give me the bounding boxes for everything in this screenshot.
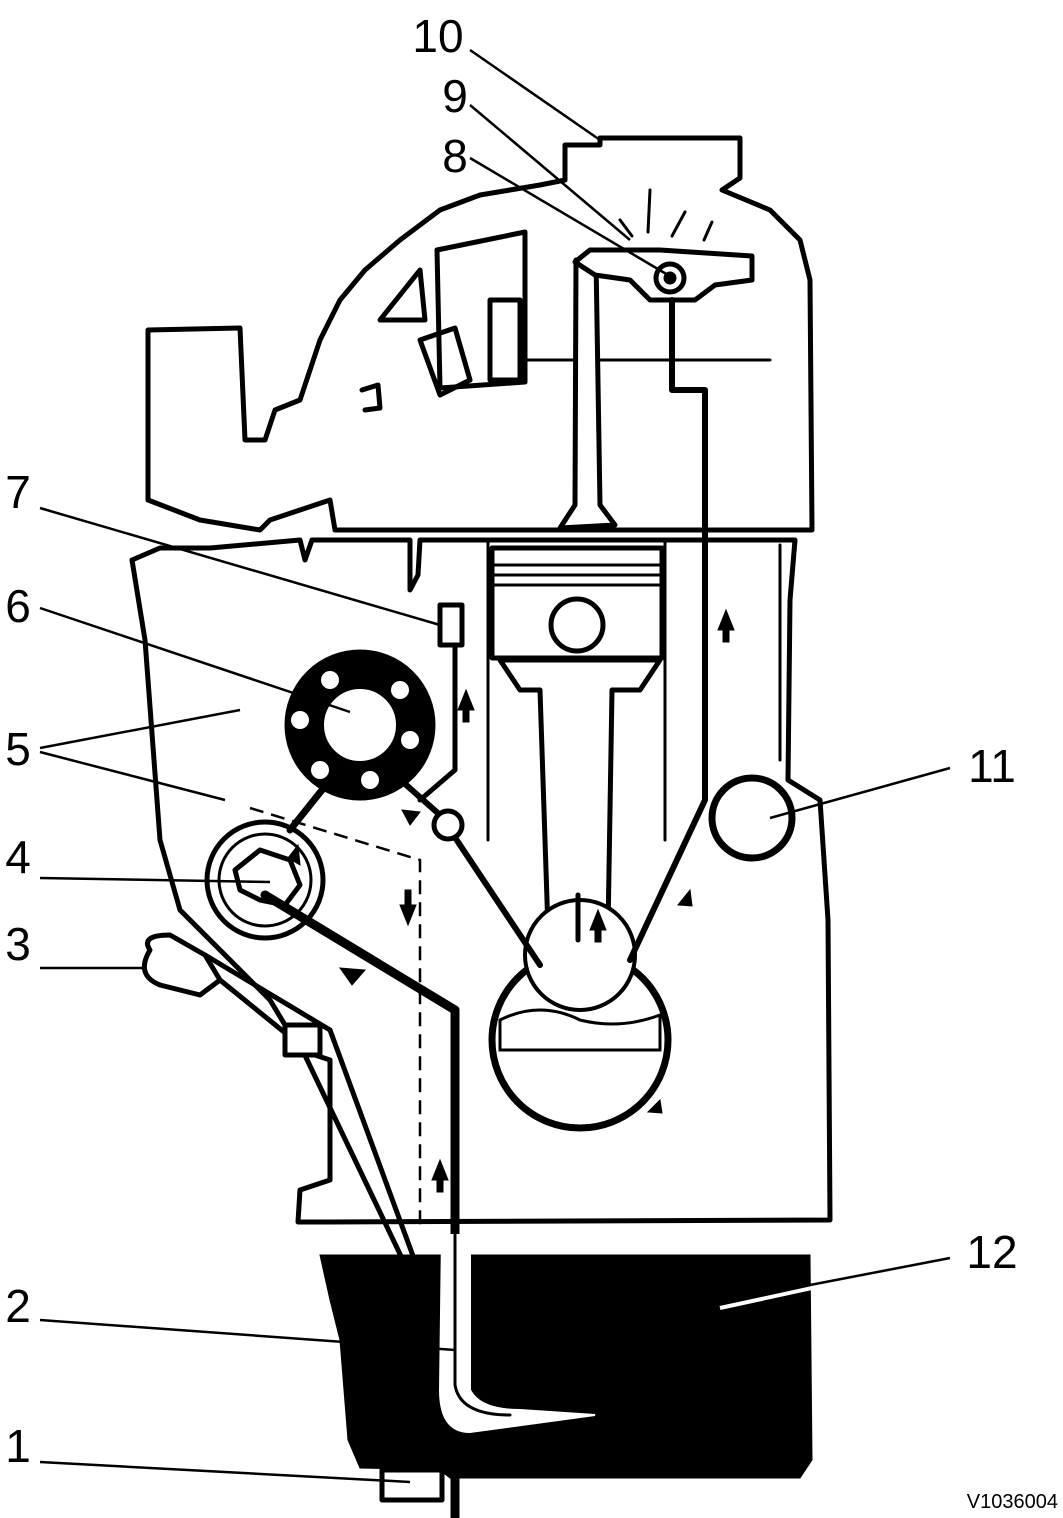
- engine-block: [129, 135, 833, 1225]
- dipstick: [141, 932, 423, 1278]
- callout-6: 6: [5, 580, 31, 632]
- callout-2: 2: [5, 1280, 31, 1332]
- leader-lines: [39, 48, 951, 1484]
- callout-10: 10: [412, 10, 463, 62]
- callout-8: 8: [442, 130, 468, 182]
- crankshaft: [488, 774, 796, 1132]
- callout-7: 7: [5, 466, 31, 518]
- callout-4: 4: [5, 831, 31, 883]
- figure-reference: V1036004: [967, 1491, 1058, 1513]
- callout-9: 9: [442, 70, 468, 122]
- oil-sump: [319, 1233, 813, 1503]
- callout-labels: 1 2 3 4 5 6 7 8 9 10 11 12: [5, 10, 1017, 1472]
- flow-arrows: [287, 608, 735, 1193]
- callout-11: 11: [968, 740, 1016, 792]
- piston-assembly: [489, 545, 665, 933]
- callout-5: 5: [5, 723, 31, 775]
- callout-3: 3: [5, 918, 31, 970]
- callout-12: 12: [966, 1226, 1017, 1278]
- callout-1: 1: [5, 1420, 31, 1472]
- oil-filter: [284, 649, 436, 801]
